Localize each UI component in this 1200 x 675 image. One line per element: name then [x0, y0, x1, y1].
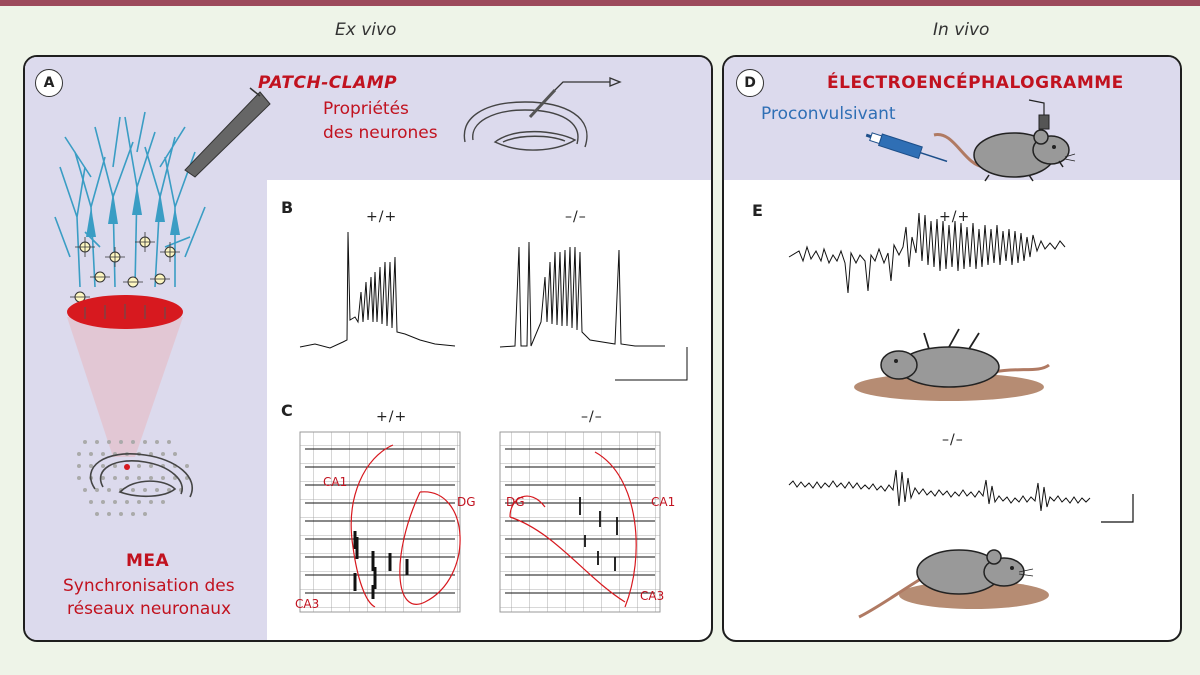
patch-sub-1: Propriétés [323, 99, 409, 119]
eeg-trace-ko [788, 469, 1091, 512]
seizing-mouse-icon [854, 328, 1050, 401]
panel-c-geno-ko: –/– [581, 409, 603, 425]
hippocampus-slice-icon [463, 77, 622, 151]
proconvulsivant-label: Proconvulsivant [761, 104, 896, 124]
mea-sub-2: réseaux neuronaux [67, 599, 232, 619]
eeg-trace-wt [788, 212, 1066, 294]
ex-vivo-panel: A [23, 55, 713, 642]
syringe-icon [865, 132, 948, 163]
panel-c-mea-grids [299, 431, 661, 613]
panel-e-letter: E [752, 201, 763, 220]
patch-clamp-title: PATCH-CLAMP [258, 73, 398, 93]
in-vivo-panel: D ÉLECTROENCÉPHALOGRAMME Proconvulsivant… [722, 55, 1182, 642]
panel-e-geno-wt: +/+ [939, 209, 971, 225]
panel-c-geno-wt: +/+ [376, 409, 408, 425]
eeg-title: ÉLECTROENCÉPHALOGRAMME [827, 73, 1124, 93]
panel-b-geno-wt: +/+ [366, 209, 398, 225]
top-bar [0, 0, 1200, 6]
patch-sub-2: des neurones [323, 123, 438, 143]
label-ca1-wt: CA1 [323, 475, 348, 489]
panel-d-letter: D [736, 69, 764, 97]
panel-a-letter: A [35, 69, 63, 97]
mea-sub-1: Synchronisation des [63, 576, 235, 596]
panel-e-geno-ko: –/– [942, 432, 964, 448]
panel-d-band [724, 57, 1180, 180]
neuron-column-illustration [54, 111, 206, 516]
normal-mouse-icon [858, 549, 1049, 619]
section-label-in-vivo: In vivo [933, 20, 990, 40]
label-ca3-wt: CA3 [295, 597, 320, 611]
panel-e-scale-bar [1101, 494, 1134, 523]
panel-b-geno-ko: –/– [565, 209, 587, 225]
label-dg-ko: DG [506, 495, 525, 509]
mea-title: MEA [126, 551, 170, 571]
panel-b-letter: B [281, 198, 294, 217]
patch-pipette-icon [184, 87, 271, 178]
label-dg-wt: DG [457, 495, 476, 509]
panel-b-traces [299, 231, 688, 381]
section-label-ex-vivo: Ex vivo [335, 20, 397, 40]
mouse-with-electrode-icon [933, 99, 1076, 182]
label-ca1-ko: CA1 [651, 495, 676, 509]
label-ca3-ko: CA3 [640, 589, 665, 603]
panel-c-letter: C [281, 401, 293, 420]
